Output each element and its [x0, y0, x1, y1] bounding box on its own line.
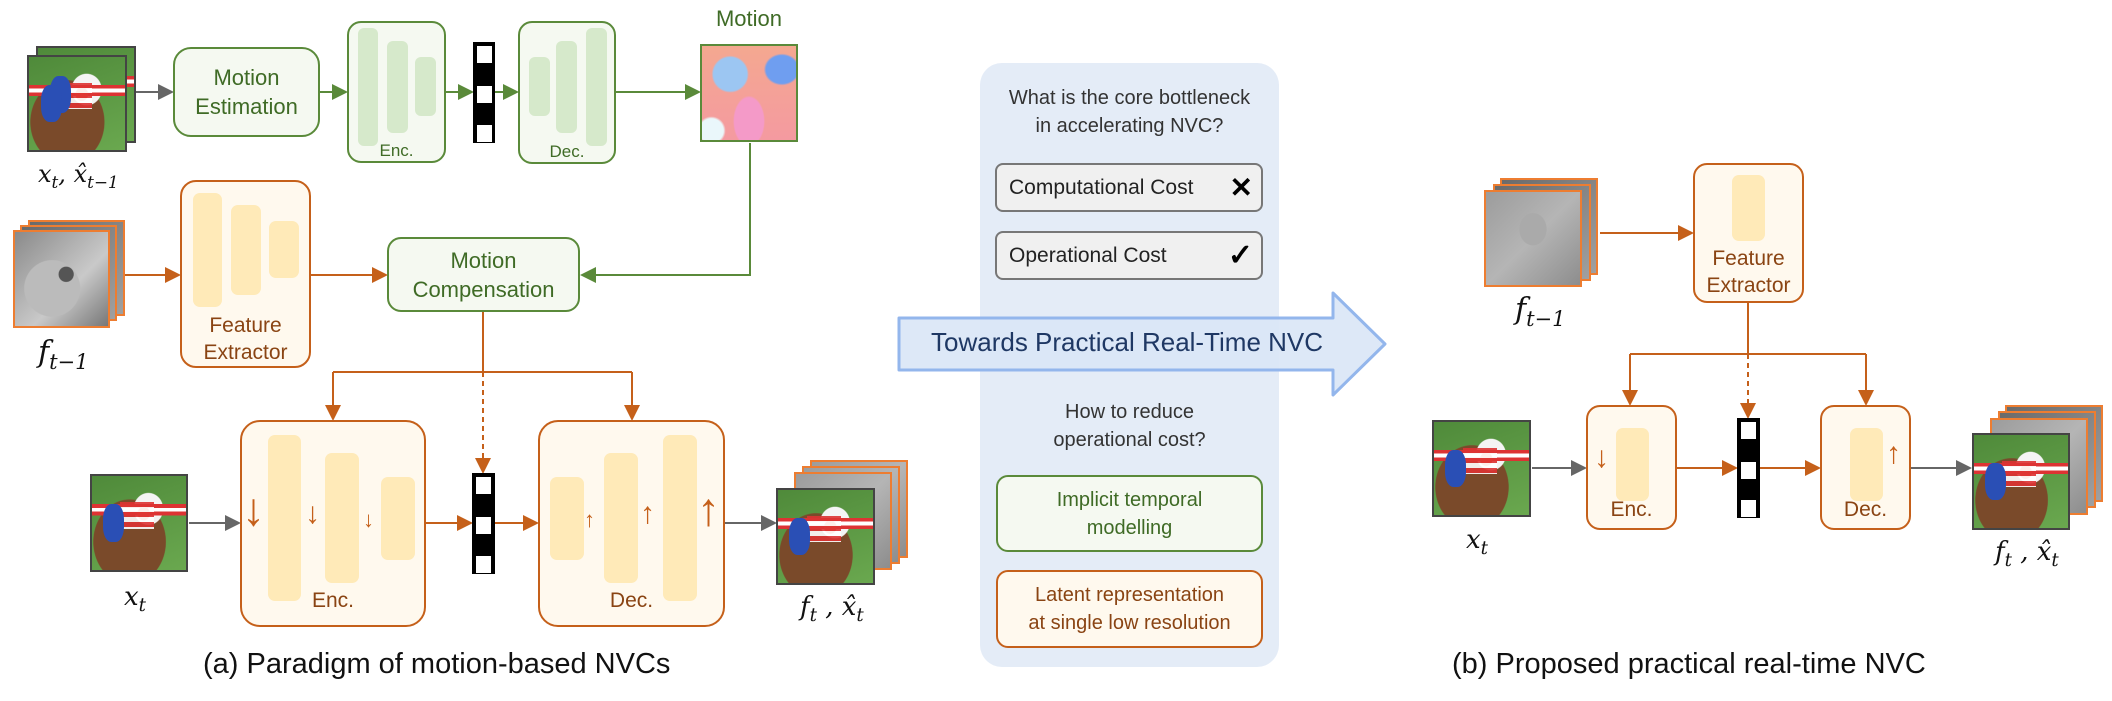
extractor-layer: [269, 221, 299, 278]
motion-encoder-box: Enc.: [347, 21, 446, 163]
motion-label: Motion: [715, 6, 783, 31]
decoder-layer: [550, 477, 584, 560]
decoder-layer: [586, 28, 607, 146]
motion-estimation-box: Motion Estimation: [173, 47, 320, 137]
motion-compensation-box: Motion Compensation: [387, 237, 580, 312]
direction-arrow-text: Towards Practical Real-Time NVC: [931, 327, 1324, 357]
option-computational-cost: Computational Cost ✕: [995, 163, 1263, 212]
downsample-arrow-icon: ↓: [1594, 441, 1609, 474]
check-icon: ✓: [1227, 239, 1253, 272]
encoder-layer: [358, 28, 378, 146]
feature-extractor-label-right: Feature Extractor: [1706, 247, 1791, 297]
decoder-layer: [663, 435, 697, 601]
upsample-arrow-icon: ↑: [697, 483, 720, 535]
output-label: ft , x̂t: [800, 592, 864, 627]
answer-latent-representation: Latent representation at single low reso…: [996, 570, 1263, 648]
xt-frame: [90, 474, 188, 572]
motion-decoder-box: Dec.: [518, 21, 616, 164]
motion-flow-image: [700, 44, 798, 142]
input-label: xt, x̂t−1: [38, 160, 119, 192]
feature-label-right: ft−1: [1515, 292, 1566, 331]
motion-dec-label: Dec.: [549, 142, 585, 161]
encoder-layer: [1616, 428, 1649, 501]
encoder-layer: [325, 453, 359, 583]
feature-extractor-box-right: Feature Extractor: [1693, 163, 1804, 303]
direction-arrow-shape: [897, 291, 1387, 397]
input-frame-front: [27, 55, 127, 152]
extractor-layer: [231, 205, 261, 295]
main-dec-label: Dec.: [609, 589, 654, 612]
right-caption: (b) Proposed practical real-time NVC: [1452, 648, 1926, 680]
main-enc-label: Enc.: [311, 589, 355, 612]
downsample-arrow-icon: ↓: [242, 483, 265, 535]
answer-label: Latent representation at single low reso…: [1028, 584, 1231, 634]
encoder-layer: [415, 57, 436, 116]
main-encoder-box: ↓ ↓ ↓ Enc.: [240, 420, 426, 627]
cross-icon: ✕: [1229, 172, 1253, 203]
option-label: Computational Cost: [1009, 176, 1194, 199]
decoder-box-right: ↑ Dec.: [1820, 405, 1911, 530]
output-frame-front: [776, 488, 875, 585]
feature-extractor-label: Feature Extractor: [203, 314, 288, 364]
feature-extractor-box: Feature Extractor: [180, 180, 311, 368]
encoder-layer: [381, 477, 415, 560]
decoder-layer: [529, 57, 550, 116]
encoder-box-right: ↓ Enc.: [1586, 405, 1677, 530]
answer-implicit-temporal: Implicit temporal modelling: [996, 475, 1263, 552]
question-bottleneck: What is the core bottleneck in accelerat…: [1008, 87, 1251, 137]
motion-latent: [473, 42, 495, 143]
encoder-layer: [387, 41, 408, 133]
motion-compensation-label: Motion Compensation: [412, 247, 555, 302]
xt-label-right: xt: [1466, 525, 1488, 560]
latent-right: [1737, 418, 1760, 518]
output-label-right: ft , x̂t: [1995, 537, 2059, 572]
option-label: Operational Cost: [1009, 244, 1167, 267]
xt-frame-right: [1432, 420, 1531, 517]
output-frame-front-right: [1972, 433, 2070, 530]
direction-arrow: [897, 291, 1387, 397]
feature-frame-front: [13, 230, 110, 328]
main-decoder-box: ↑ ↑ ↑ Dec.: [538, 420, 725, 627]
upsample-arrow-icon: ↑: [584, 507, 595, 532]
extractor-layer: [193, 193, 222, 307]
answer-label: Implicit temporal modelling: [1056, 488, 1203, 539]
extractor-layer: [1732, 175, 1765, 241]
decoder-layer: [1850, 428, 1883, 501]
left-caption: (a) Paradigm of motion-based NVCs: [203, 648, 671, 680]
main-latent: [472, 473, 495, 574]
motion-estimation-label: Motion Estimation: [195, 65, 298, 119]
downsample-arrow-icon: ↓: [363, 507, 374, 532]
enc-label-right: Enc.: [1610, 498, 1653, 521]
downsample-arrow-icon: ↓: [305, 497, 320, 530]
xt-label: xt: [124, 582, 146, 617]
encoder-layer: [268, 435, 301, 601]
option-operational-cost: Operational Cost ✓: [995, 231, 1263, 280]
decoder-layer: [556, 41, 577, 133]
motion-enc-label: Enc.: [379, 141, 414, 160]
upsample-arrow-icon: ↑: [1886, 437, 1901, 470]
question-reduce-cost: How to reduce operational cost?: [1053, 401, 1206, 451]
dec-label-right: Dec.: [1843, 498, 1888, 521]
upsample-arrow-icon: ↑: [640, 497, 655, 530]
decoder-layer: [604, 453, 638, 583]
feature-frame-front: [1484, 190, 1582, 287]
feature-label: ft−1: [38, 335, 89, 374]
arrow-motion-to-mc: [580, 143, 751, 283]
